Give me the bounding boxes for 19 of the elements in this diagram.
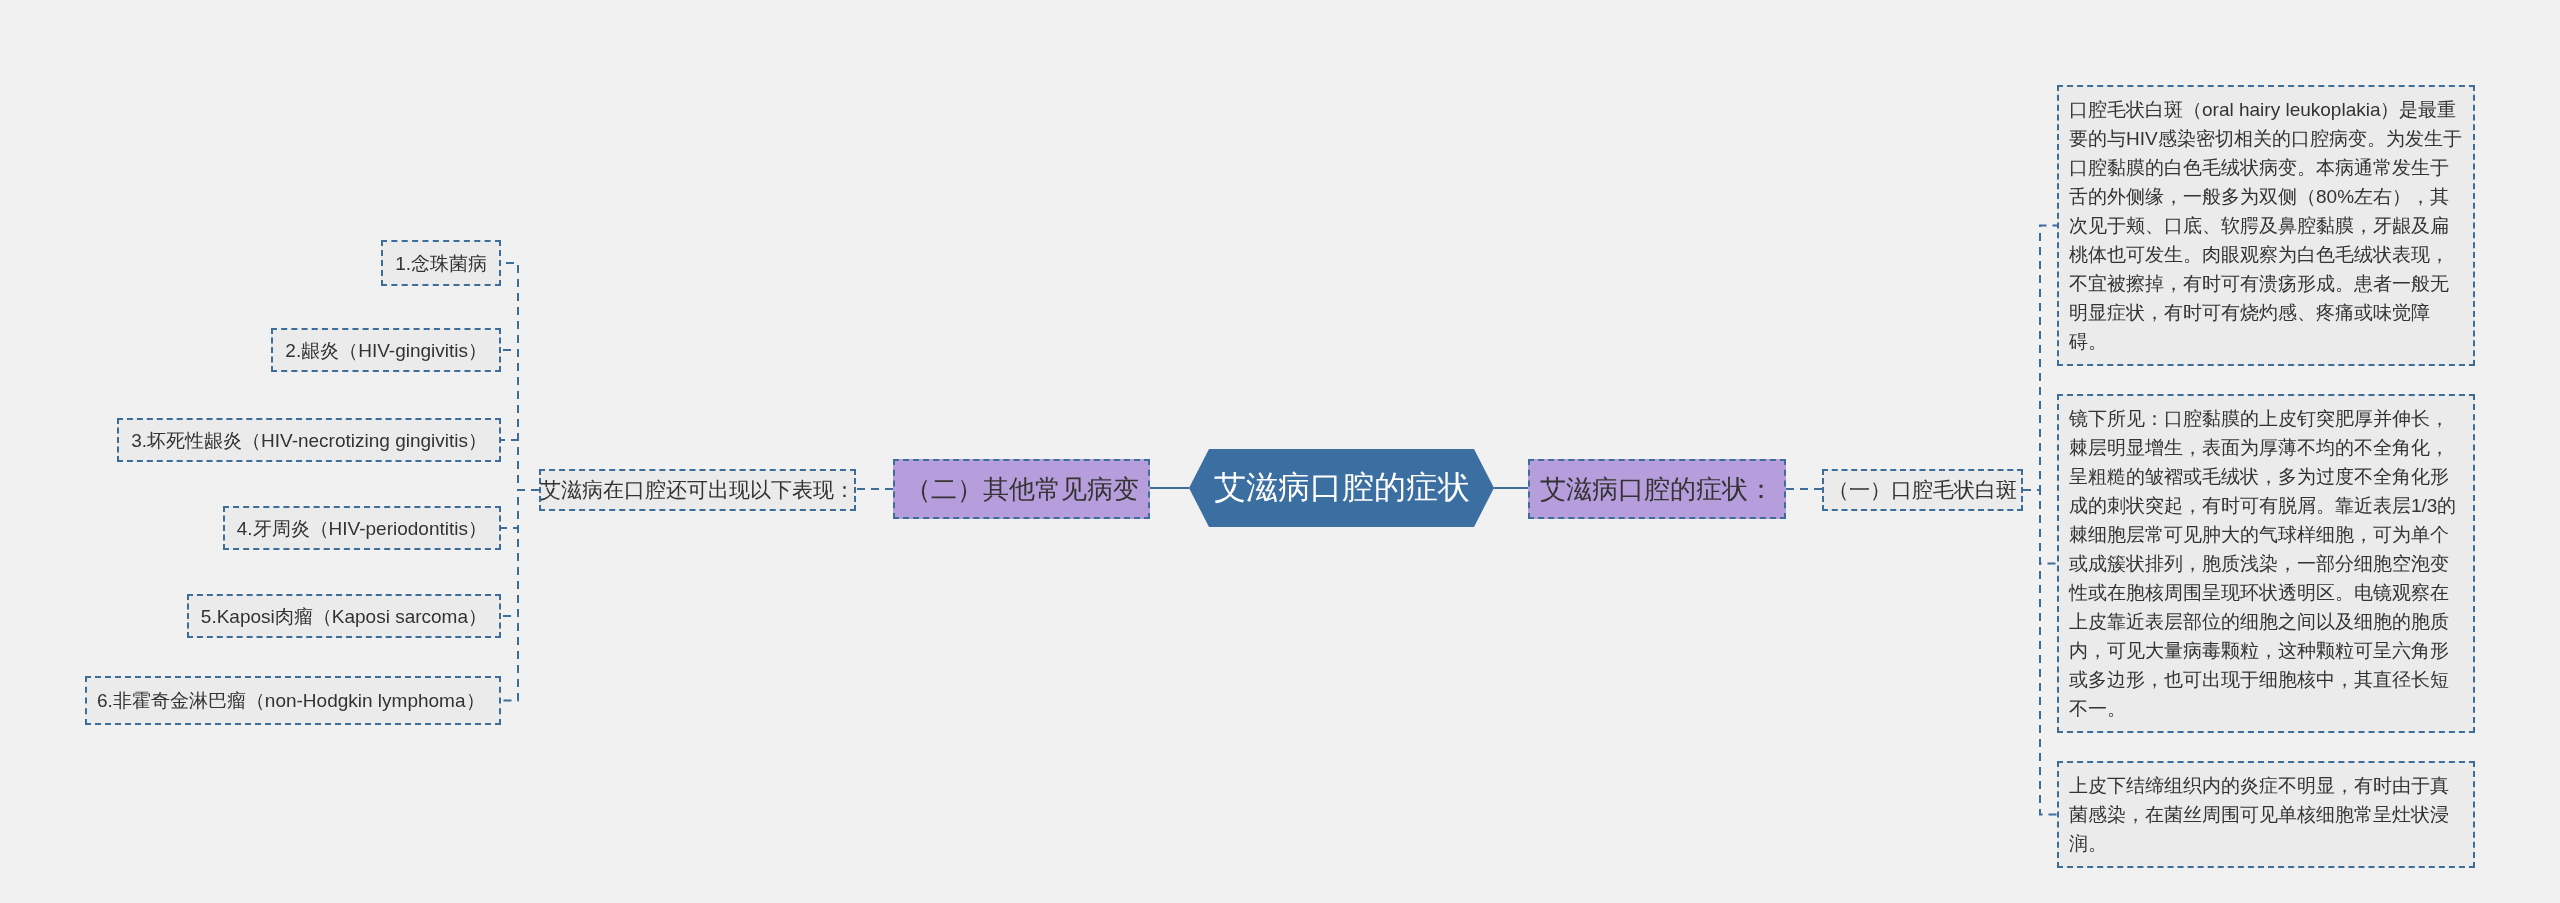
note-box: 6.非霍奇金淋巴瘤（non-Hodgkin lymphoma）	[85, 676, 501, 725]
connector	[1149, 487, 1190, 489]
note-box: 4.牙周炎（HIV-periodontitis）	[222, 506, 501, 550]
subtopic-box: （一）口腔毛状白斑	[1822, 469, 2023, 511]
note-box: 2.龈炎（HIV-gingivitis）	[271, 328, 501, 372]
connector	[1493, 487, 1529, 489]
connector	[1785, 488, 1823, 490]
note-box: 3.坏死性龈炎（HIV-necrotizing gingivitis）	[117, 418, 501, 462]
branch-box: （二）其他常见病变	[893, 459, 1150, 519]
note-box: 口腔毛状白斑（oral hairy leukoplakia）是最重要的与HIV感染密切相关的口腔病变。为发生于口腔黏膜的白色毛绒状病变。本病通常发生于舌的外侧缘，一般多为双侧（80%左右），其次见于颊、口底、软腭及鼻腔黏膜，牙龈及扁桃体也可发生。肉眼观察为白色毛绒状表现，不宜被擦掉，有时可有溃疡形成。患者一般无明显症状，有时可有烧灼感、疼痛或味觉障碍。	[2057, 85, 2475, 366]
note-box: 5.Kaposi肉瘤（Kaposi sarcoma）	[186, 594, 501, 638]
connector	[2022, 489, 2058, 816]
note-box: 上皮下结缔组织内的炎症不明显，有时由于真菌感染，在菌丝周围可见单核细胞常呈灶状浸润。	[2057, 761, 2475, 868]
connector	[855, 488, 894, 490]
note-box: 镜下所见：口腔黏膜的上皮钉突肥厚并伸长，棘层明显增生，表面为厚薄不均的不全角化，呈粗糙的皱褶或毛绒状，多为过度不全角化形成的刺状突起，有时可有脱屑。靠近表层1/3的棘细胞层常可见肿大的气球样细胞，可为单个或成簇状排列，胞质浅染，一部分细胞空泡变性或在胞核周围呈现环状透明区。电镜观察在上皮靠近表层部位的细胞之间以及细胞的胞质内，可见大量病毒颗粒，这种颗粒可呈六角形或多边形，也可出现于细胞核中，其直径长短不一。	[2057, 394, 2475, 733]
note-box: 1.念珠菌病	[381, 240, 501, 286]
branch-box: 艾滋病口腔的症状：	[1528, 459, 1786, 519]
subtopic-box: 艾滋病在口腔还可出现以下表现：	[539, 469, 856, 511]
topic-hexagon: 艾滋病口腔的症状	[1189, 449, 1494, 527]
